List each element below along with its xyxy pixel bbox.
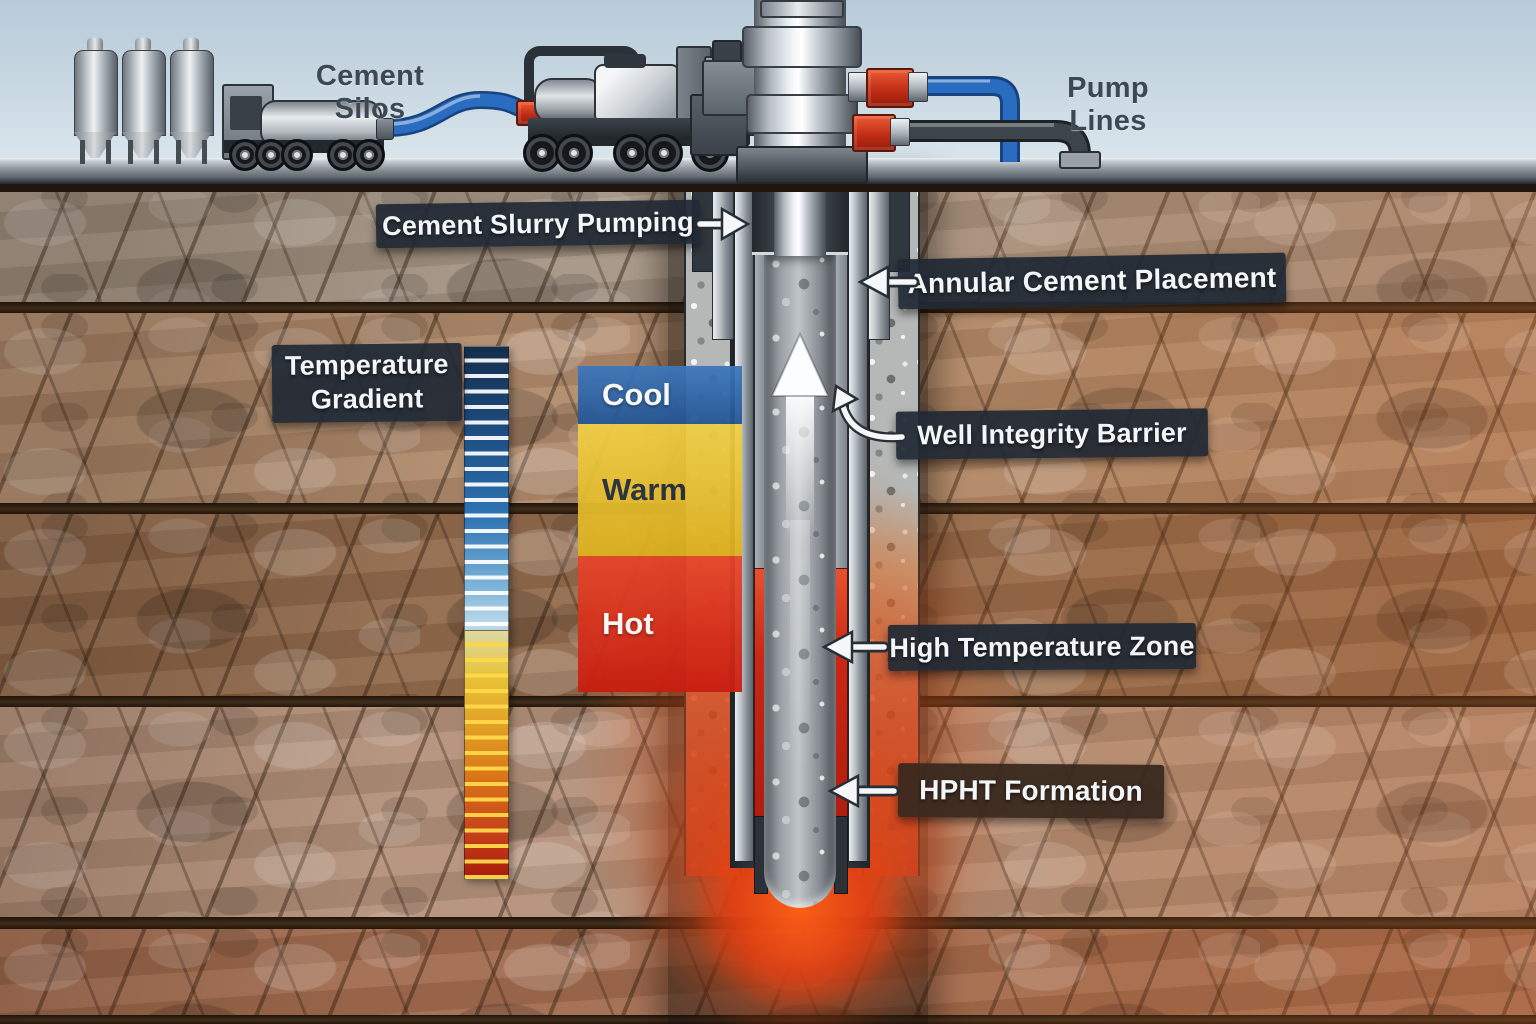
ground-shadow	[0, 184, 1536, 192]
arrow-hpht-formation	[827, 773, 900, 809]
conductor-casing-right	[886, 184, 910, 272]
legend-warm: Warm	[578, 424, 742, 556]
wellhead-base-spool	[736, 146, 868, 184]
silo	[122, 50, 166, 136]
flow-up-arrow	[770, 331, 830, 770]
pipe-ring	[908, 72, 928, 102]
silo-leg	[128, 140, 133, 164]
temperature-gradient-bar-hot	[464, 630, 509, 880]
pipe-ring	[890, 118, 910, 146]
wellhead-flange	[746, 94, 858, 134]
cement-silos-label: Cement Silos	[315, 60, 425, 125]
wellhead-connector-block	[702, 60, 756, 116]
arrow-high-temperature-zone	[821, 629, 890, 665]
silo-leg	[154, 140, 159, 164]
wellhead-top-ring	[760, 0, 844, 18]
legend-hot: Hot	[578, 556, 742, 692]
legend-hot-label: Hot	[602, 606, 654, 641]
silo-cap	[183, 38, 199, 52]
arrow-cement-slurry-pumping	[694, 206, 751, 242]
silo-leg	[106, 140, 111, 164]
truck-panel	[230, 96, 262, 130]
pump-lines-label: Pump Lines	[1067, 72, 1149, 137]
legend-cool-label: Cool	[602, 377, 671, 412]
silo	[170, 50, 214, 136]
silo-leg	[80, 140, 85, 164]
silo-cap	[87, 38, 103, 52]
silo-leg	[202, 140, 207, 164]
tanker-outlet	[376, 118, 394, 140]
wheel	[281, 139, 313, 171]
arrow-well-integrity-barrier	[831, 383, 907, 443]
wheel	[645, 134, 683, 172]
pump-line-coupling-upper	[866, 68, 914, 108]
silo-cap	[135, 38, 151, 52]
wheel	[555, 134, 593, 172]
legend-warm-label: Warm	[602, 472, 687, 507]
wellhead-flange	[742, 26, 862, 68]
silo-leg	[176, 140, 181, 164]
tank-hatch	[604, 54, 646, 68]
temperature-gradient-bar-cool	[464, 346, 509, 632]
wheel	[353, 139, 385, 171]
arrow-annular-cement-placement	[857, 264, 920, 300]
legend-cool: Cool	[578, 366, 742, 424]
